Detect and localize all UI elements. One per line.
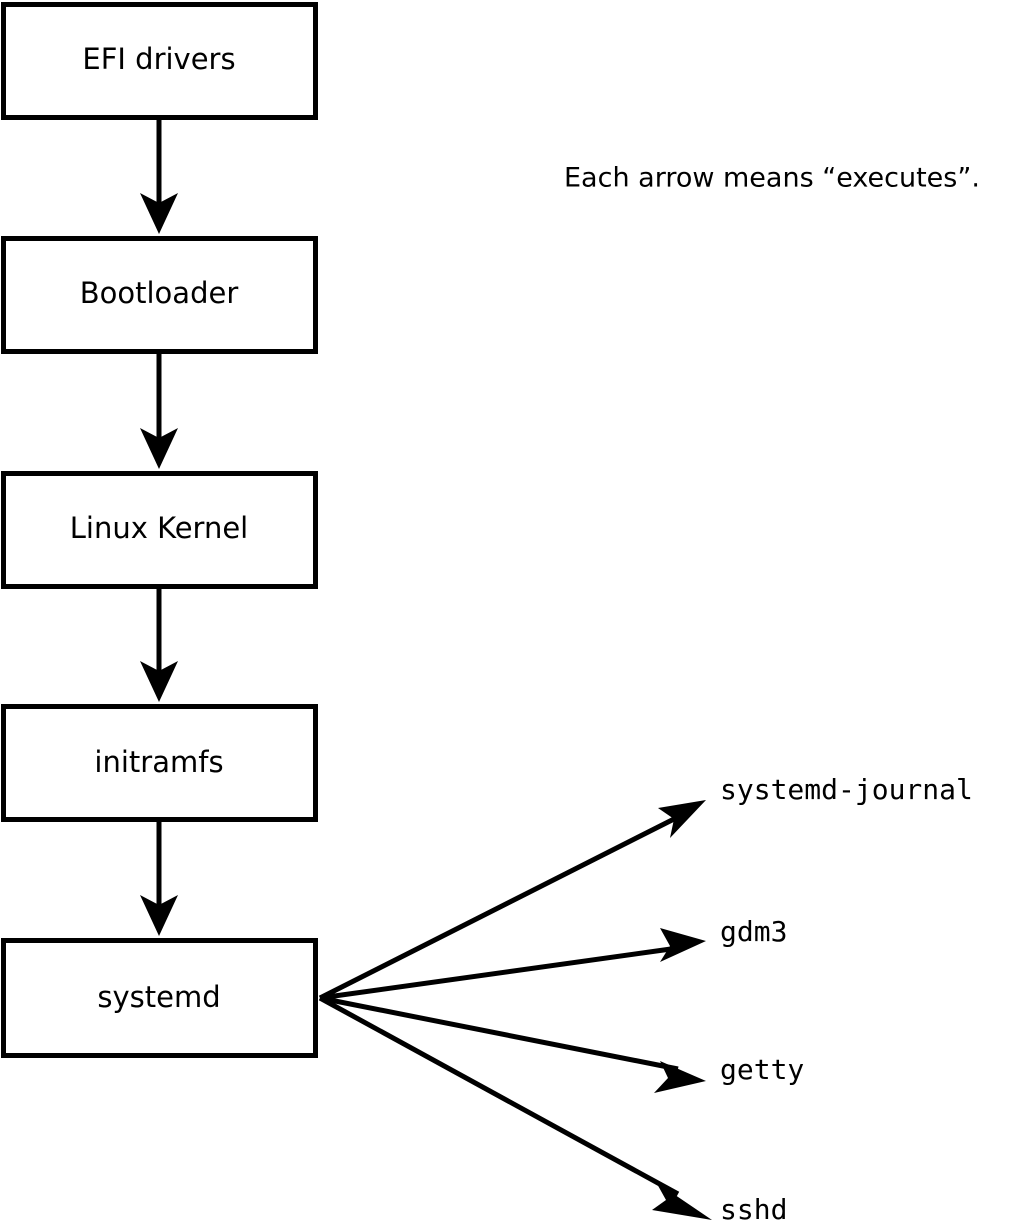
edge-line [318, 815, 678, 1001]
node-box [1, 2, 318, 120]
node-box [1, 704, 318, 822]
arrowhead-icon [654, 1061, 706, 1093]
leaf-label-gdm3[interactable]: gdm3 [720, 915, 787, 948]
node-label: Bootloader [80, 276, 239, 310]
arrowhead-icon [652, 1182, 712, 1220]
fan-edge-to-gdm3 [319, 928, 706, 1001]
node-initramfs[interactable]: initramfs [1, 704, 318, 822]
leaf-label-sshd[interactable]: sshd [720, 1193, 787, 1226]
fan-edge-to-systemd-journal [318, 800, 706, 1001]
node-label: systemd [97, 980, 220, 1014]
arrowhead-icon [140, 895, 178, 936]
chain-edge-bootloader-to-kernel [140, 354, 178, 469]
node-box [1, 236, 318, 354]
node-label: initramfs [94, 745, 223, 779]
arrowhead-icon [140, 193, 178, 234]
arrowhead-icon [658, 800, 706, 838]
chain-edge-kernel-to-initramfs [140, 589, 178, 702]
leaf-label-getty[interactable]: getty [720, 1053, 804, 1086]
node-systemd[interactable]: systemd [1, 938, 318, 1058]
node-label: Linux Kernel [70, 511, 248, 545]
chain-edge-initramfs-to-systemd [140, 822, 178, 936]
node-linux-kernel[interactable]: Linux Kernel [1, 471, 318, 589]
fan-edge-to-sshd [318, 995, 712, 1220]
edge-line [319, 995, 679, 1072]
arrowhead-icon [660, 928, 706, 962]
node-efi-drivers[interactable]: EFI drivers [1, 2, 318, 120]
legend-text: Each arrow means “executes”. [564, 163, 980, 194]
arrowhead-icon [140, 428, 178, 469]
edge-line [319, 945, 679, 1001]
node-bootloader[interactable]: Bootloader [1, 236, 318, 354]
node-box [1, 938, 318, 1058]
fan-edge-to-getty [319, 995, 706, 1093]
chain-edge-efi-to-bootloader [140, 120, 178, 234]
node-label: EFI drivers [82, 42, 235, 76]
leaf-label-systemd-journal[interactable]: systemd-journal [720, 773, 973, 806]
arrowhead-icon [140, 661, 178, 702]
node-box [1, 471, 318, 589]
edge-line [318, 995, 680, 1197]
